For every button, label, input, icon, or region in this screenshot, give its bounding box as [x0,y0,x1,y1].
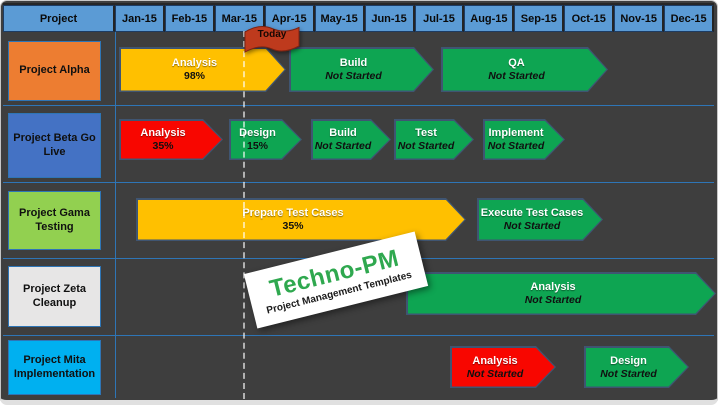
project-column-divider [115,32,116,398]
month-header-dec: Dec-15 [664,5,715,32]
month-header-may: May-15 [314,5,365,32]
row-divider [3,182,714,183]
row-divider [3,335,714,336]
project-label-beta: Project Beta Go Live [8,113,101,178]
month-header-jan: Jan-15 [115,5,165,32]
month-header-jun: Jun-15 [364,5,415,32]
row-divider [3,105,714,106]
month-header-aug: Aug-15 [464,5,515,32]
today-label: Today [257,29,287,40]
project-label-gama: Project Gama Testing [8,191,101,250]
month-header-feb: Feb-15 [164,5,215,32]
month-header-sep: Sep-15 [514,5,565,32]
project-label-mita: Project Mita Implementation [8,340,101,395]
watermark: Techno-PM Project Management Templates [243,231,429,329]
project-column-header: Project [3,5,115,32]
today-marker-line [243,31,245,399]
timeline-header: Project Jan-15 Feb-15 Mar-15 Apr-15 May-… [3,3,715,32]
project-label-zeta: Project Zeta Cleanup [8,266,101,327]
month-header-jul: Jul-15 [414,5,465,32]
month-header-oct: Oct-15 [564,5,615,32]
project-label-alpha: Project Alpha [8,41,101,101]
month-header-nov: Nov-15 [614,5,665,32]
today-flag-icon: Today [244,24,300,55]
month-header-mar: Mar-15 [214,5,265,32]
